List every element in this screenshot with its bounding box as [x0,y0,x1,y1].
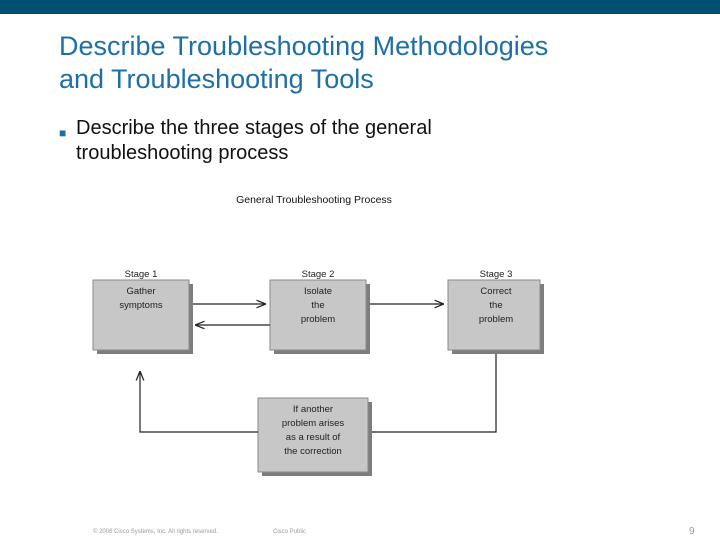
slide-title-line-1: Describe Troubleshooting Methodologies [59,31,549,61]
stage-3-box: Stage 3 Correct the problem [447,269,544,354]
stage-1-text-line-2: symptoms [119,300,163,311]
bullet-text: Describe the three stages of the general… [76,116,596,166]
square-bullet-icon: ■ [59,126,67,140]
top-bar [0,0,720,14]
stage-2-text-line-2: the [311,300,324,311]
diagram-title: General Troubleshooting Process [236,194,392,206]
line-stage3-to-loop-box [372,354,497,433]
slide-title: Describe Troubleshooting Methodologies a… [59,30,709,96]
page-number: 9 [689,526,695,537]
footer-classification: Cisco Public [273,529,307,535]
loop-text-line-1: If another [293,404,333,415]
stage-2-box: Stage 2 Isolate the problem [269,269,370,354]
slide-title-line-2: and Troubleshooting Tools [59,64,374,94]
bullet-line-2: troubleshooting process [76,142,289,164]
arrow-loop-box-to-stage1 [140,372,258,433]
stage-1-text-line-1: Gather [126,286,155,297]
stage-3-text-line-2: the [489,300,502,311]
stage-3-text-line-1: Correct [480,286,512,297]
stage-1-box: Stage 1 Gather symptoms [92,269,193,354]
stage-2-text-line-3: problem [301,314,335,325]
loop-text-line-4: the correction [284,446,342,457]
loop-text-line-3: as a result of [286,432,341,443]
stage-3-label: Stage 3 [480,269,513,280]
bullet-line-1: Describe the three stages of the general [76,117,432,139]
stage-2-label: Stage 2 [302,269,335,280]
stage-3-text-line-3: problem [479,314,513,325]
stage-1-label: Stage 1 [125,269,158,280]
loop-text-line-2: problem arises [282,418,345,429]
stage-2-text-line-1: Isolate [304,286,332,297]
footer-copyright: © 2006 Cisco Systems, Inc. All rights re… [93,529,218,535]
loop-condition-box: If another problem arises as a result of… [257,397,372,476]
